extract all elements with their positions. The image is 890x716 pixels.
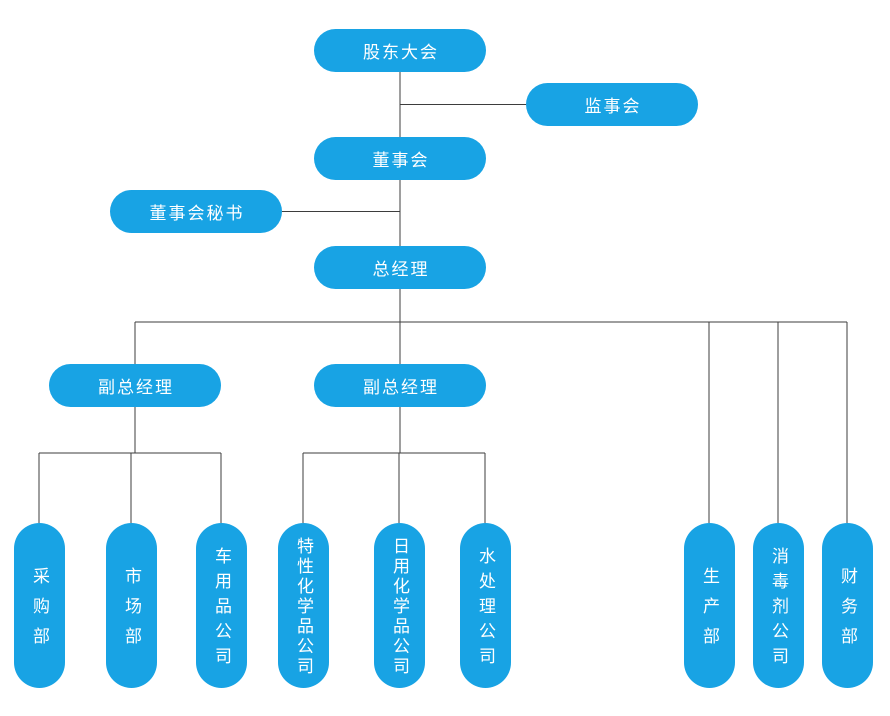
- node-car-products-company: 车用品公司: [196, 523, 247, 688]
- node-label: 市场部: [122, 567, 141, 657]
- node-board-of-directors: 董事会: [314, 137, 486, 180]
- node-supervisory-board: 监事会: [526, 83, 698, 126]
- node-label: 采购部: [30, 567, 49, 657]
- node-label: 车用品公司: [212, 547, 231, 672]
- node-label: 监事会: [584, 97, 642, 116]
- node-label: 副总经理: [98, 378, 174, 397]
- node-label: 总经理: [372, 260, 430, 279]
- node-disinfectant-company: 消毒剂公司: [753, 523, 804, 688]
- node-label: 消毒剂公司: [769, 547, 788, 672]
- node-label: 生产部: [700, 567, 719, 657]
- node-water-treatment-company: 水处理公司: [460, 523, 511, 688]
- node-marketing-dept: 市场部: [106, 523, 157, 688]
- node-daily-chemicals-company: 日用化学品公司: [374, 523, 425, 688]
- node-label: 财务部: [838, 567, 857, 657]
- node-deputy-gm-right: 副总经理: [314, 364, 486, 407]
- node-label: 董事会: [372, 151, 430, 170]
- node-general-manager: 总经理: [314, 246, 486, 289]
- node-finance-dept: 财务部: [822, 523, 873, 688]
- node-label: 日用化学品公司: [390, 537, 409, 677]
- node-label: 副总经理: [363, 378, 439, 397]
- node-specialty-chemicals-company: 特性化学品公司: [278, 523, 329, 688]
- node-label: 特性化学品公司: [294, 537, 313, 677]
- node-shareholders-meeting: 股东大会: [314, 29, 486, 72]
- node-label: 水处理公司: [476, 547, 495, 672]
- node-label: 股东大会: [363, 43, 439, 62]
- node-purchasing-dept: 采购部: [14, 523, 65, 688]
- node-label: 董事会秘书: [149, 204, 245, 223]
- node-production-dept: 生产部: [684, 523, 735, 688]
- node-deputy-gm-left: 副总经理: [49, 364, 221, 407]
- node-board-secretary: 董事会秘书: [110, 190, 282, 233]
